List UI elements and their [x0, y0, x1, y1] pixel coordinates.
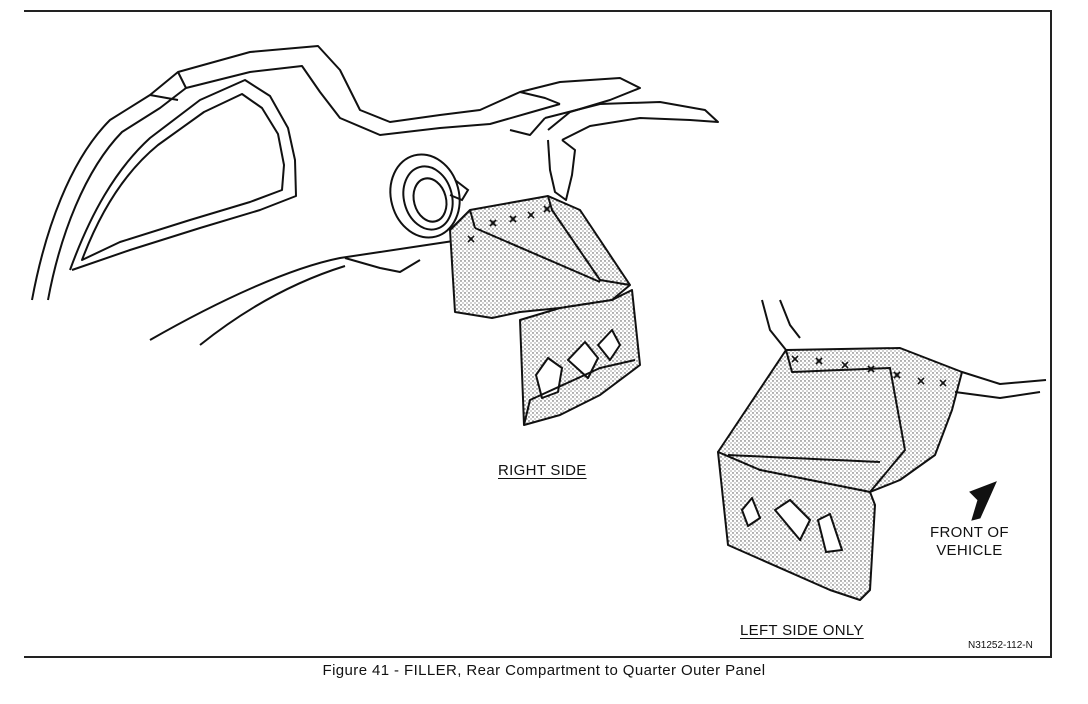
fuel-filler-pocket	[389, 153, 470, 239]
front-arrow-icon	[969, 481, 997, 521]
front-label-line1: FRONT OF	[930, 524, 1009, 541]
reference-code: N31252-112-N	[968, 640, 1033, 651]
figure-frame	[24, 10, 1052, 658]
quarter-outer-panel	[31, 45, 719, 346]
front-label-line2: VEHICLE	[936, 542, 1003, 559]
front-of-vehicle-label: FRONT OF VEHICLE	[930, 524, 1009, 560]
left-side-filler	[717, 299, 1047, 601]
figure-caption: Figure 41 - FILLER, Rear Compartment to …	[322, 662, 766, 679]
right-side-label: RIGHT SIDE	[498, 462, 587, 479]
right-side-filler	[449, 195, 641, 426]
left-side-label: LEFT SIDE ONLY	[740, 622, 864, 639]
